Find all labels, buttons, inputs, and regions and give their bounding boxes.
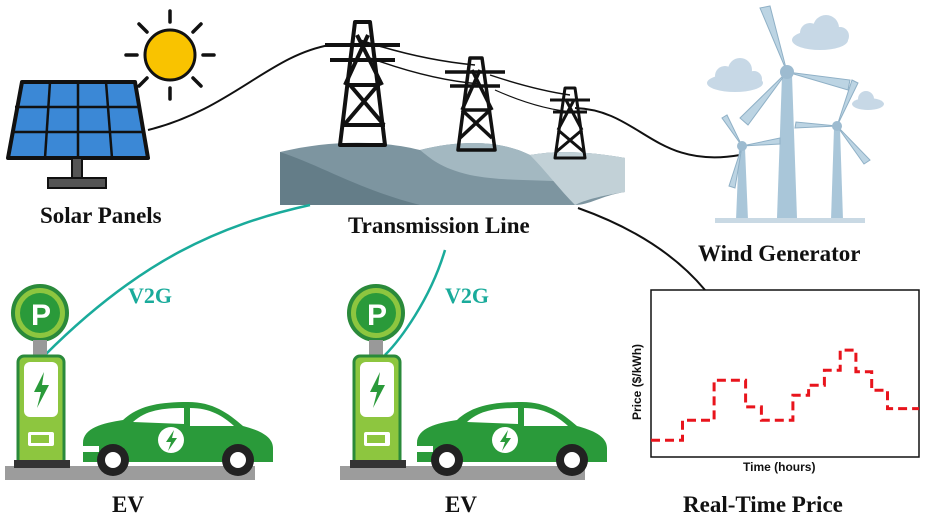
- y-axis-label: Price ($/kWh): [630, 344, 644, 420]
- sun-icon: [124, 9, 216, 101]
- label-solar-panels: Solar Panels: [40, 203, 162, 228]
- ground-slab: [340, 466, 585, 480]
- ev-station-group-1: P EV: [5, 284, 273, 516]
- v2g-label-2: V2G: [445, 283, 489, 308]
- ev-car-icon: [415, 402, 607, 476]
- ev-car-icon: [81, 402, 273, 476]
- terrain: [280, 142, 625, 205]
- label-ev-1: EV: [112, 492, 144, 516]
- v2g-label-1: V2G: [128, 283, 172, 308]
- charging-station-icon: P: [11, 284, 70, 468]
- v2g-cable-1: [44, 203, 311, 356]
- ground-slab: [5, 466, 255, 480]
- label-wind-generator: Wind Generator: [698, 241, 860, 266]
- label-real-time-price: Real-Time Price: [683, 492, 843, 516]
- solar-cable: [147, 44, 331, 131]
- solar-panel-icon: [6, 80, 150, 189]
- price-series-line: [651, 348, 919, 442]
- v2g-cable-2: [384, 249, 447, 356]
- tower-cable-3: [489, 74, 571, 96]
- wind-turbine-icon: [794, 79, 871, 220]
- turbine-ground: [715, 218, 865, 223]
- wind-turbine-icon: [721, 114, 781, 220]
- svg-text:P: P: [31, 299, 51, 332]
- transmission-tower-icon: [550, 86, 590, 160]
- chart-frame: [650, 289, 920, 458]
- ev-station-group-2: P EV: [340, 284, 607, 516]
- price-chart: Time (hours) Price ($/kWh): [630, 289, 920, 474]
- tower-cable-2: [369, 57, 481, 85]
- transmission-tower-icon: [325, 20, 400, 147]
- wind-turbine-icon: [739, 5, 851, 218]
- cloud-icon: [707, 58, 763, 92]
- price-cable: [577, 207, 706, 291]
- label-ev-2: EV: [445, 492, 477, 516]
- svg-text:P: P: [367, 299, 387, 332]
- transmission-tower-icon: [445, 56, 505, 152]
- charging-station-icon: P: [347, 284, 406, 468]
- lightning-bolt-icon: [34, 372, 49, 408]
- cloud-icon: [792, 15, 849, 50]
- label-transmission-line: Transmission Line: [348, 213, 530, 238]
- lightning-bolt-icon: [370, 372, 385, 408]
- cloud-icon: [852, 91, 884, 110]
- x-axis-label: Time (hours): [743, 460, 815, 474]
- wind-cable: [574, 107, 741, 159]
